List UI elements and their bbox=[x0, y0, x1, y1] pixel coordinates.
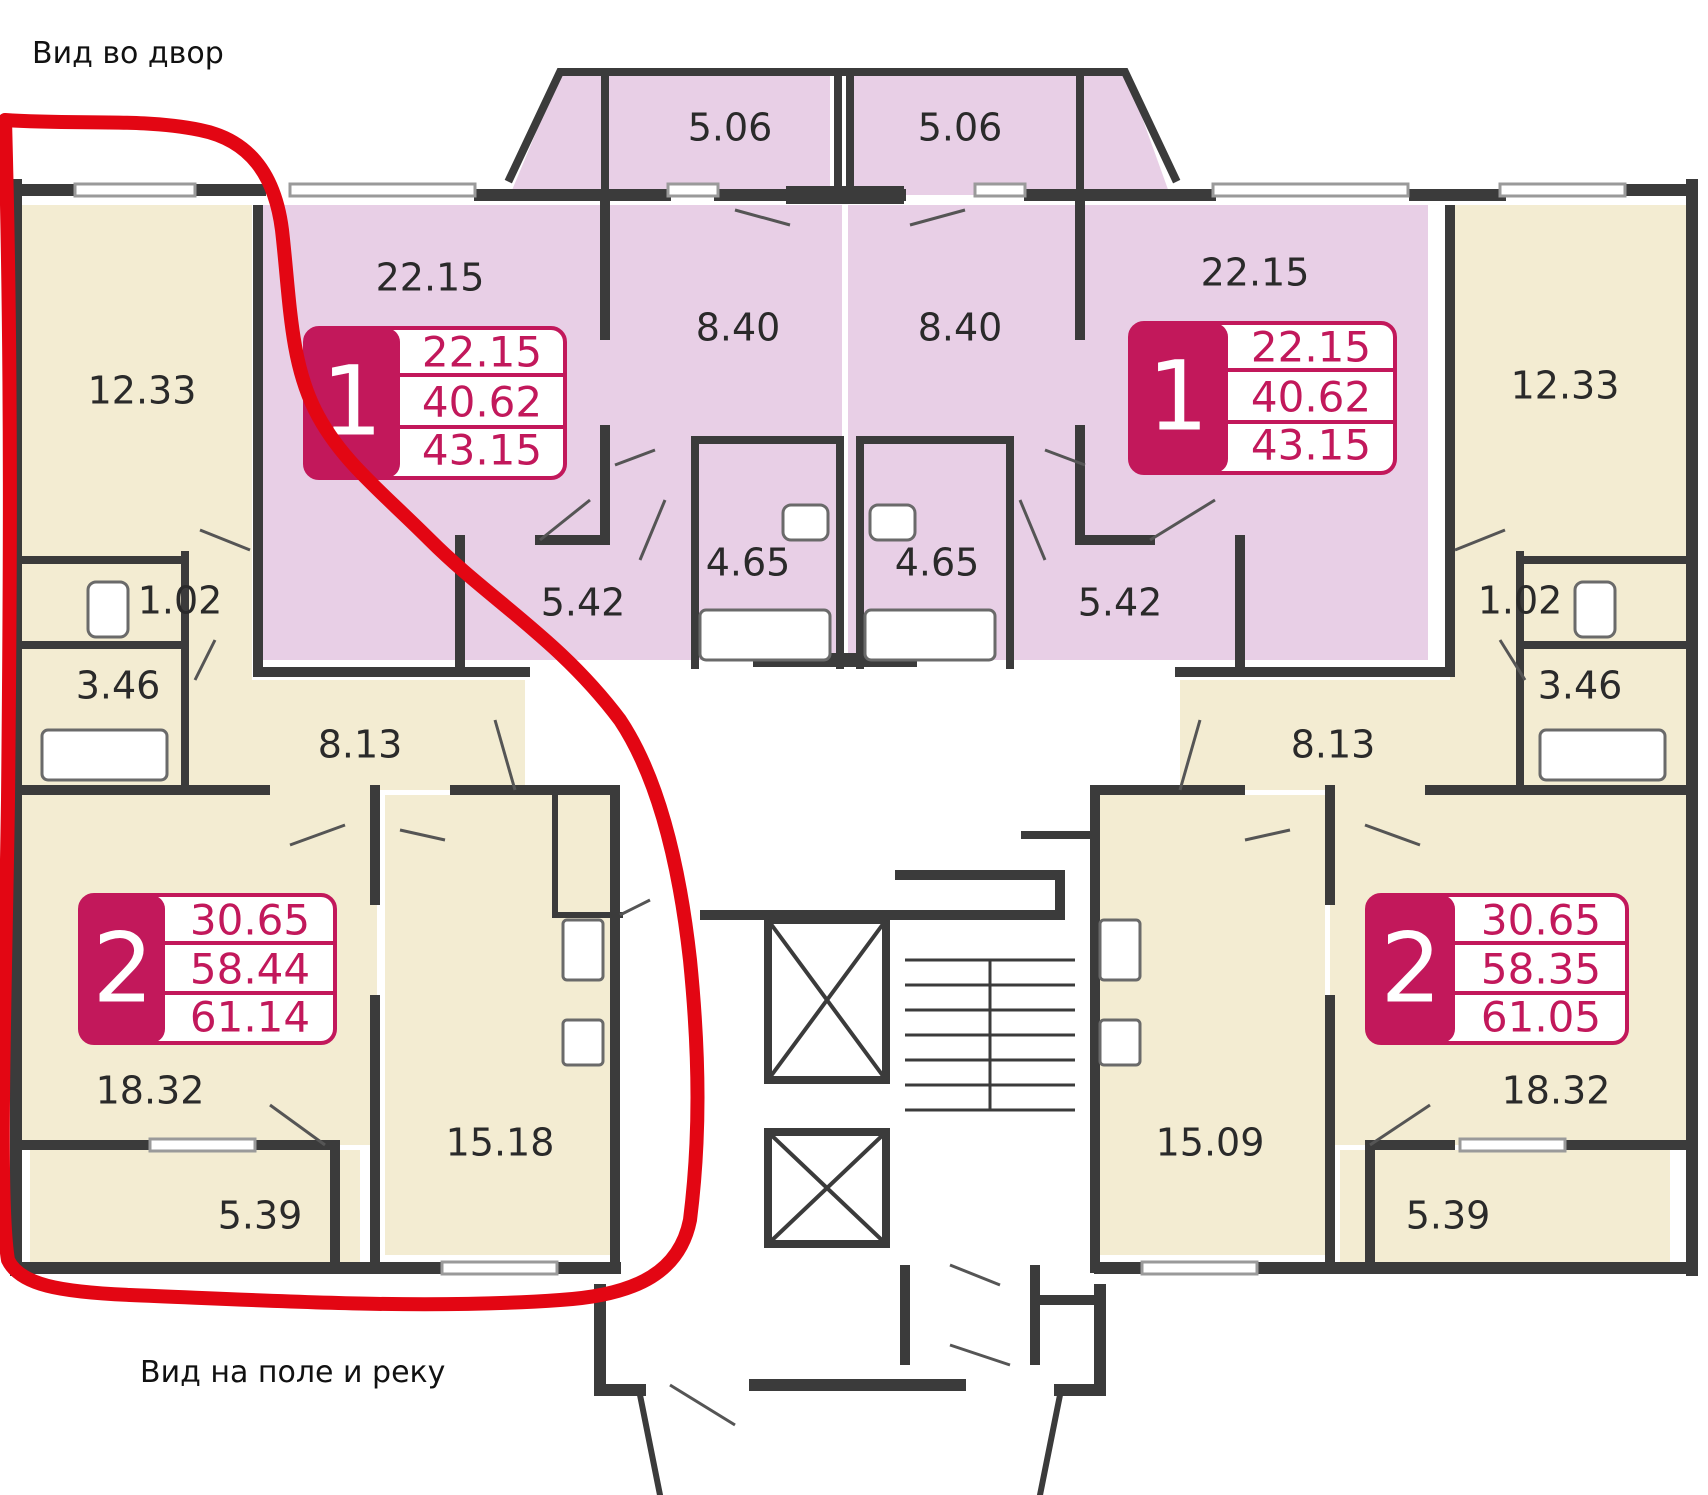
room-area-living: 22.15 bbox=[376, 256, 485, 300]
caption-field-river-view: Вид на поле и реку bbox=[140, 1355, 446, 1390]
badge-area: 58.44 bbox=[190, 945, 310, 994]
room-area-kitchen: 15.09 bbox=[1156, 1121, 1265, 1165]
room-area-bath: 4.65 bbox=[895, 541, 980, 585]
room-area-bedroom: 12.33 bbox=[88, 369, 197, 413]
room-labels-left-2room: 12.33 1.02 3.46 8.13 18.32 15.18 5.39 bbox=[76, 369, 555, 1238]
badge-area: 40.62 bbox=[422, 378, 542, 427]
badge-right-1room: 1 22.15 40.62 43.15 bbox=[1128, 321, 1397, 475]
badge-room-count: 1 bbox=[1147, 340, 1208, 452]
room-area-wc: 1.02 bbox=[138, 579, 223, 623]
room-area-wc: 1.02 bbox=[1478, 579, 1563, 623]
caption-courtyard-view: Вид во двор bbox=[32, 36, 224, 71]
badge-living-area: 22.15 bbox=[1251, 323, 1371, 372]
room-area-hall: 5.42 bbox=[541, 581, 626, 625]
room-area-kitchen: 8.40 bbox=[918, 306, 1003, 350]
badge-living-area: 30.65 bbox=[1481, 896, 1601, 945]
windows bbox=[73, 182, 1627, 1276]
room-area-loggia: 5.39 bbox=[218, 1194, 303, 1238]
badge-total-area: 61.05 bbox=[1481, 993, 1601, 1042]
room-labels-right-2room: 12.33 1.02 3.46 8.13 18.32 15.09 5.39 bbox=[1156, 364, 1623, 1238]
room-area-kitchen: 8.40 bbox=[696, 306, 781, 350]
room-area-kitchen: 15.18 bbox=[446, 1121, 555, 1165]
badge-total-area: 43.15 bbox=[422, 426, 542, 475]
badge-living-area: 30.65 bbox=[190, 896, 310, 945]
room-area-hall: 8.13 bbox=[1291, 723, 1376, 767]
badge-room-count: 2 bbox=[1380, 912, 1441, 1024]
staircase bbox=[905, 958, 1075, 1112]
elevator-shafts bbox=[764, 916, 890, 1248]
highlight-outline bbox=[0, 113, 705, 1312]
badge-area: 58.35 bbox=[1481, 945, 1601, 994]
badge-left-2room: 2 30.65 58.44 61.14 bbox=[78, 893, 337, 1045]
fixtures bbox=[40, 503, 1667, 1067]
room-area-bath: 3.46 bbox=[76, 664, 161, 708]
badge-right-2room: 2 30.65 58.35 61.05 bbox=[1365, 893, 1629, 1045]
room-area-living: 18.32 bbox=[1502, 1069, 1611, 1113]
badge-living-area: 22.15 bbox=[422, 328, 542, 377]
badge-total-area: 61.14 bbox=[190, 993, 310, 1042]
door-swings bbox=[193, 208, 1527, 1427]
room-area-living: 22.15 bbox=[1201, 251, 1310, 295]
badge-area: 40.62 bbox=[1251, 373, 1371, 422]
room-area-bedroom: 12.33 bbox=[1511, 364, 1620, 408]
room-labels-left-1room: 22.15 5.06 8.40 5.42 4.65 bbox=[376, 106, 791, 625]
room-area-bath: 4.65 bbox=[706, 541, 791, 585]
badge-total-area: 43.15 bbox=[1251, 421, 1371, 470]
badge-left-1room: 1 22.15 40.62 43.15 bbox=[303, 326, 567, 480]
room-labels-right-1room: 22.15 5.06 8.40 5.42 4.65 bbox=[895, 106, 1310, 625]
room-area-loggia: 5.06 bbox=[688, 106, 773, 150]
room-area-hall: 5.42 bbox=[1078, 581, 1163, 625]
room-area-hall: 8.13 bbox=[318, 723, 403, 767]
room-area-loggia: 5.39 bbox=[1406, 1194, 1491, 1238]
room-area-loggia: 5.06 bbox=[918, 106, 1003, 150]
badge-room-count: 2 bbox=[92, 912, 153, 1024]
room-area-living: 18.32 bbox=[96, 1069, 205, 1113]
room-area-bath: 3.46 bbox=[1538, 664, 1623, 708]
